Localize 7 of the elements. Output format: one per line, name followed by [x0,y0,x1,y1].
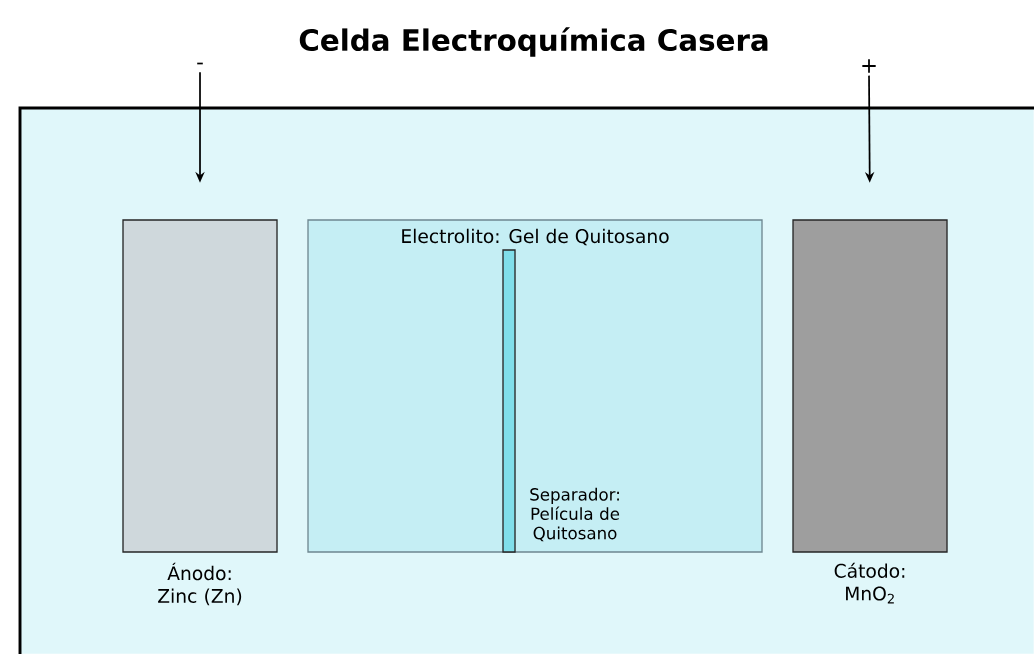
part-label: Cátodo: MnO$_{2}$ [834,562,905,604]
title: Celda Electroquímica Casera [299,27,768,57]
part-label: Electrolito: Gel de Quitosano [402,228,669,246]
terminal-sign: + [862,59,876,73]
part-label: Ánodo: Zinc (Zn) [158,562,242,606]
part-label: Separador: Película de Quitosano [530,487,620,542]
terminal-sign: - [197,62,203,65]
